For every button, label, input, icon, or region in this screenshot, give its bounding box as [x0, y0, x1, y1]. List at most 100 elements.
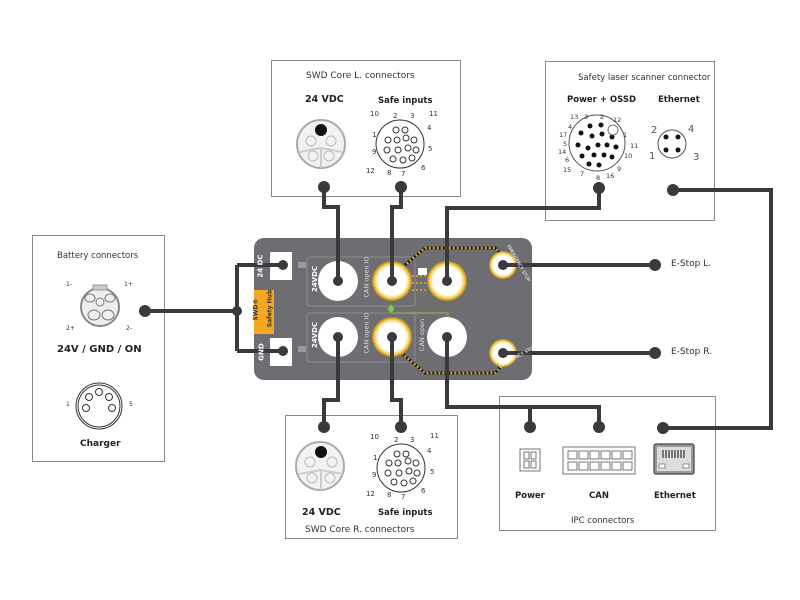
- battery-voltage-label: 24V / GND / ON: [57, 344, 142, 355]
- port-dot: [442, 276, 452, 286]
- scanner-eth-pin-4: 4: [688, 124, 695, 135]
- core-r-pin-5: 5: [430, 468, 435, 476]
- port-dot: [498, 260, 508, 270]
- green-node: [388, 306, 394, 312]
- battery-connector-icon: [80, 284, 120, 327]
- ipc-can-label: CAN: [589, 491, 609, 501]
- hub-subpanel-bottom: [306, 312, 416, 363]
- node-core-l-power: [318, 181, 330, 193]
- ipc-power-connector-icon: [519, 448, 541, 472]
- scanner-pin-7: 7: [580, 170, 585, 178]
- core-r-pin-6: 6: [421, 487, 426, 495]
- scanner-pin-15: 15: [563, 166, 572, 174]
- io-indicator-icon: [418, 268, 427, 275]
- core-r-title: SWD Core R. connectors: [305, 525, 415, 535]
- node-battery: [139, 305, 151, 317]
- core-r-pin-3: 3: [410, 436, 415, 444]
- core-l-pin-12: 12: [366, 167, 375, 175]
- port-dot: [442, 332, 452, 342]
- scanner-pin-12: 12: [613, 116, 622, 124]
- battery-pin-1minus: 1-: [66, 281, 72, 288]
- scanner-power-connector-icon: [568, 114, 626, 172]
- port-dot: [498, 348, 508, 358]
- charger-pin-1: 1: [66, 401, 70, 408]
- scanner-power-label: Power + OSSD: [567, 95, 637, 105]
- estop-l-label: E-Stop L.: [671, 259, 712, 269]
- core-r-pin-4: 4: [427, 447, 432, 455]
- battery-title: Battery connectors: [57, 251, 139, 261]
- core-l-safe-connector-icon: [375, 119, 425, 169]
- swd-tag-top: [298, 262, 306, 268]
- port-dot: [333, 332, 343, 342]
- dotted-link-bottom-y: [399, 351, 506, 374]
- hub-port-24dc-label: 24 DC: [256, 254, 265, 278]
- scanner-pin-5: 5: [563, 140, 568, 148]
- core-l-pin-4: 4: [427, 124, 432, 132]
- core-r-pin-7: 7: [401, 493, 406, 501]
- scanner-pin-10: 10: [624, 152, 633, 160]
- core-r-pin-11: 11: [430, 432, 439, 440]
- core-r-power-connector-icon: [295, 441, 345, 491]
- core-l-pin-10: 10: [370, 110, 379, 118]
- swd-tag-bottom: [298, 346, 306, 352]
- ipc-title: IPC connectors: [571, 516, 635, 526]
- core-l-pin-11: 11: [429, 110, 438, 118]
- node-hub-gnd: [278, 346, 288, 356]
- scanner-box: [545, 61, 715, 221]
- hub-canopen-label: CAN open: [418, 318, 427, 352]
- node-ipc-power: [524, 421, 536, 433]
- core-l-pin-5: 5: [428, 145, 433, 153]
- node-core-r-power: [318, 421, 330, 433]
- wire-core-l-safe: [390, 190, 403, 281]
- scanner-pin-4: 4: [568, 123, 573, 131]
- wire-scanner-power: [445, 190, 601, 281]
- estop-r-label: E-Stop R.: [671, 347, 713, 357]
- battery-box: [32, 235, 165, 462]
- core-l-title: SWD Core L. connectors: [306, 71, 415, 81]
- wire-core-r-power: [322, 337, 340, 424]
- node-hub-24dc: [278, 260, 288, 270]
- hub-subpanel-top: [306, 256, 416, 307]
- core-l-pin-3: 3: [410, 112, 415, 120]
- ipc-eth-label: Ethernet: [654, 491, 696, 501]
- hub-port-bottom-label: 24VDC: [311, 321, 320, 349]
- scanner-eth-pin-1: 1: [649, 151, 656, 162]
- scanner-eth-label: Ethernet: [658, 95, 700, 105]
- port-dot: [387, 332, 397, 342]
- core-r-power-label: 24 VDC: [302, 507, 341, 518]
- wire-core-l-power: [322, 190, 340, 281]
- core-l-safe-label: Safe inputs: [378, 96, 433, 106]
- core-r-safe-connector-icon: [376, 443, 426, 493]
- scanner-pin-6: 6: [565, 156, 570, 164]
- battery-pin-2plus: 2+: [66, 325, 75, 332]
- core-l-pin-1: 1: [372, 131, 377, 139]
- node-ipc-can: [593, 421, 605, 433]
- core-l-power-connector-icon: [296, 119, 346, 169]
- charger-label: Charger: [80, 439, 121, 449]
- port-dot: [387, 276, 397, 286]
- core-r-safe-label: Safe inputs: [378, 508, 433, 518]
- scanner-ethernet-connector-icon: [657, 129, 687, 159]
- node-scanner-power: [593, 182, 605, 194]
- ipc-ethernet-connector-icon: [653, 443, 695, 475]
- core-l-pin-9: 9: [372, 148, 377, 156]
- scanner-eth-pin-3: 3: [693, 152, 700, 163]
- core-r-pin-2: 2: [394, 436, 399, 444]
- wire-scanner-ethernet: [663, 188, 773, 430]
- scanner-pin-14: 14: [558, 148, 567, 156]
- core-l-pin-6: 6: [421, 164, 426, 172]
- port-dot: [333, 276, 343, 286]
- hub-canio-bottom-label: CAN open IO: [362, 312, 371, 354]
- node-estop-r: [649, 347, 661, 359]
- battery-pin-1plus: 1+: [124, 281, 133, 288]
- wire-canopen-ipc: [445, 337, 601, 424]
- core-r-pin-1: 1: [373, 454, 378, 462]
- hub-badge-line2: Safety Hub: [266, 289, 274, 328]
- battery-pin-2minus: 2-: [126, 325, 132, 332]
- node-hub-split: [232, 306, 242, 316]
- scanner-title: Safety laser scanner connector: [578, 73, 711, 83]
- node-estop-l: [649, 259, 661, 271]
- dotted-link-top: [404, 246, 507, 267]
- core-l-pin-7: 7: [401, 170, 406, 178]
